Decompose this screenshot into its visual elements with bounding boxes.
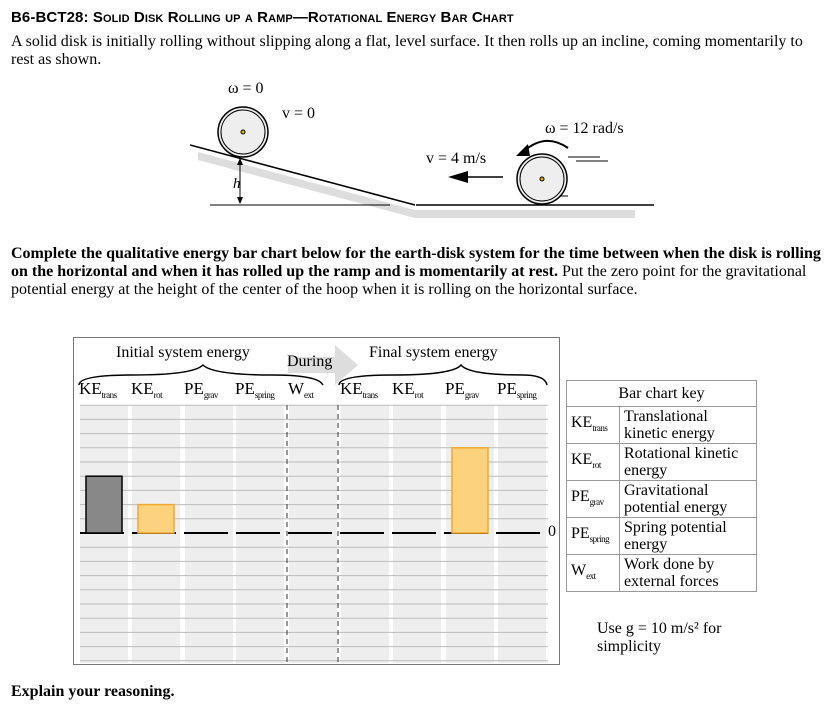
- category-label: PEgrav: [445, 379, 479, 400]
- cat-sub: rot: [414, 390, 424, 400]
- ramp-line: [190, 144, 416, 206]
- disk-bottom: [516, 153, 568, 205]
- height-arrow: [237, 158, 243, 204]
- cat-sub: grav: [203, 390, 219, 400]
- zero-label: 0: [548, 523, 556, 540]
- final-brace: [338, 363, 548, 386]
- category-label: PEgrav: [184, 379, 218, 400]
- intro-text: A solid disk is initially rolling withou…: [11, 33, 803, 68]
- key-sym: KE: [571, 450, 593, 468]
- category-label: KEtrans: [79, 379, 117, 400]
- key-desc: Rotational kinetic energy: [619, 443, 757, 481]
- cat-sub: ext: [304, 390, 314, 400]
- key-sub: grav: [589, 496, 605, 507]
- key-desc: Work done by external forces: [619, 554, 757, 592]
- key-sym: W: [571, 561, 587, 579]
- cat-main: W: [288, 379, 305, 398]
- task-text: Complete the qualitative energy bar char…: [11, 245, 821, 299]
- bar-ke-rot: [137, 503, 175, 534]
- rotation-arrow-icon: [522, 140, 569, 153]
- problem-title: B6-BCT28: Solid Disk Rolling up a Ramp—R…: [11, 9, 514, 26]
- key-sub: rot: [592, 459, 601, 470]
- bar-ke-trans: [85, 475, 123, 534]
- initial-brace: [78, 363, 324, 386]
- key-row: Wext Work done by external forces: [566, 554, 757, 592]
- cat-main: KE: [131, 379, 154, 398]
- key-sub: spring: [589, 533, 610, 544]
- cat-main: PE: [445, 379, 465, 398]
- energy-bar-chart: [73, 337, 560, 665]
- key-row: KEtrans Translational kinetic energy: [566, 406, 757, 444]
- cat-sub: spring: [254, 390, 275, 400]
- bar-pe-grav: [451, 447, 489, 534]
- category-label: PEspring: [235, 379, 275, 400]
- task-bold: Complete the qualitative energy bar char…: [11, 245, 821, 280]
- final-label: Final system energy: [369, 344, 498, 361]
- cat-sub: rot: [153, 390, 163, 400]
- cat-sub: trans: [101, 390, 118, 400]
- disk-ramp-diagram: [190, 106, 654, 218]
- category-label: KEtrans: [340, 379, 378, 400]
- cat-main: KE: [340, 379, 363, 398]
- key-row: KErot Rotational kinetic energy: [566, 443, 757, 481]
- during-label: During: [287, 353, 333, 370]
- key-row: PEspring Spring potential energy: [566, 517, 757, 555]
- key-desc: Spring potential energy: [619, 517, 757, 555]
- cat-main: PE: [235, 379, 255, 398]
- category-label: PEspring: [497, 379, 537, 400]
- key-note: Use g = 10 m/s² for simplicity: [597, 620, 722, 655]
- key-sym: PE: [571, 487, 590, 505]
- category-label: KErot: [131, 379, 163, 400]
- cat-main: PE: [497, 379, 517, 398]
- category-label: Wext: [288, 379, 314, 400]
- cat-sub: spring: [516, 390, 537, 400]
- key-sym: PE: [571, 524, 590, 542]
- omega-top-label: ω = 0: [228, 80, 264, 97]
- explain-prompt: Explain your reasoning.: [11, 683, 175, 700]
- ramp-shading: [198, 152, 635, 218]
- v-top-label: v = 0: [282, 105, 316, 122]
- v-bottom-label: v = 4 m/s: [426, 150, 487, 167]
- cat-sub: trans: [362, 390, 379, 400]
- disk-top: [217, 106, 269, 158]
- omega-bottom-label: ω = 12 rad/s: [545, 120, 624, 137]
- during-arrow-icon: [288, 345, 358, 385]
- cat-main: KE: [79, 379, 102, 398]
- key-sub: ext: [586, 570, 596, 581]
- cat-main: KE: [392, 379, 415, 398]
- cat-main: PE: [184, 379, 204, 398]
- key-row: PEgrav Gravitational potential energy: [566, 480, 757, 518]
- key-desc: Translational kinetic energy: [619, 406, 757, 444]
- key-sym: KE: [571, 413, 593, 431]
- cat-sub: grav: [464, 390, 480, 400]
- chart-svg: [78, 345, 548, 665]
- category-label: KErot: [392, 379, 424, 400]
- key-title: Bar chart key: [566, 380, 757, 407]
- h-label: h: [233, 176, 241, 192]
- task-rest: Put the zero point for the gravitational…: [11, 263, 807, 298]
- initial-label: Initial system energy: [116, 344, 250, 361]
- key-desc: Gravitational potential energy: [619, 480, 757, 518]
- key-sub: trans: [592, 422, 608, 433]
